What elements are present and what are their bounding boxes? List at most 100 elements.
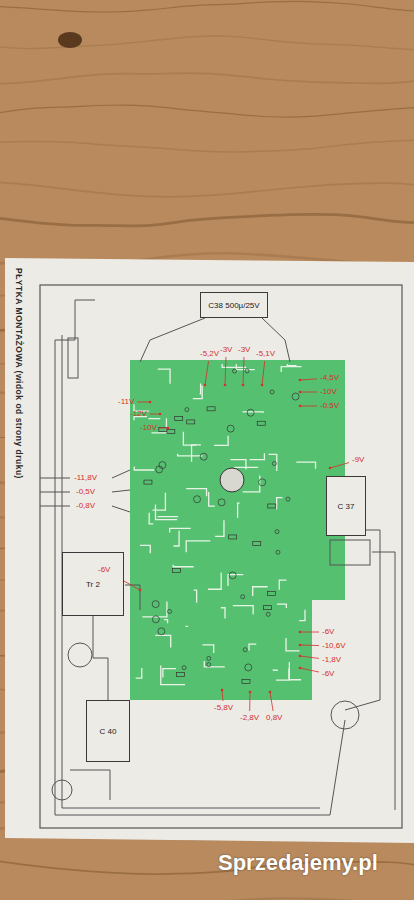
component-pad bbox=[243, 648, 247, 652]
voltage-label: -6V bbox=[322, 670, 334, 678]
wire bbox=[372, 552, 395, 810]
pcb-trace bbox=[192, 445, 201, 462]
leader-line bbox=[137, 402, 150, 403]
component-pad bbox=[182, 666, 186, 670]
wood-knot bbox=[58, 32, 82, 48]
rotary-switch bbox=[331, 701, 359, 729]
pcb-trace bbox=[149, 513, 153, 524]
leader-line bbox=[270, 692, 273, 711]
component-pad bbox=[241, 595, 245, 599]
pcb-trace bbox=[178, 454, 203, 456]
pcb-trace bbox=[215, 520, 224, 536]
pcb-trace bbox=[214, 436, 228, 446]
pcb-trace bbox=[158, 516, 178, 518]
title: PŁYTKA MONTAŻOWA (widok od strony druku) bbox=[14, 268, 24, 479]
test-point bbox=[299, 379, 302, 382]
component-pad bbox=[275, 530, 279, 534]
component-pad bbox=[152, 601, 159, 608]
fuse-holder bbox=[68, 643, 92, 667]
component-pad bbox=[227, 425, 234, 432]
switch-block bbox=[330, 540, 370, 565]
leader-line bbox=[330, 463, 349, 468]
voltage-label: -10,6V bbox=[322, 642, 346, 650]
pcb-trace bbox=[204, 661, 225, 667]
pcb-trace bbox=[194, 590, 197, 603]
leader-line bbox=[222, 690, 224, 701]
voltage-label: -5,8V bbox=[214, 704, 233, 712]
pcb-trace bbox=[296, 462, 315, 469]
pcb-trace bbox=[153, 493, 166, 510]
voltage-label: -4,5V bbox=[320, 374, 339, 382]
component-pad bbox=[207, 663, 211, 667]
test-point bbox=[269, 691, 272, 694]
component-pad bbox=[218, 499, 225, 506]
wire bbox=[140, 318, 205, 362]
voltage-label: -2,8V bbox=[240, 714, 259, 722]
voltage-label: -10V bbox=[140, 424, 157, 432]
pcb-trace bbox=[199, 383, 201, 393]
component-pad bbox=[194, 496, 201, 503]
component-pad bbox=[229, 572, 236, 579]
component-pad bbox=[207, 656, 211, 660]
test-point bbox=[221, 689, 224, 692]
resistor-symbol bbox=[175, 417, 183, 421]
leader-line bbox=[300, 632, 319, 633]
resistor-symbol bbox=[267, 592, 275, 596]
pcb-trace bbox=[136, 668, 142, 678]
test-point bbox=[299, 644, 302, 647]
pcb-trace bbox=[170, 528, 191, 532]
leader-line bbox=[150, 414, 160, 415]
pcb-trace bbox=[173, 565, 193, 567]
component-pad bbox=[259, 479, 266, 486]
pcb-trace bbox=[277, 498, 283, 510]
pcb-trace bbox=[250, 453, 265, 459]
resistor-symbol bbox=[173, 568, 181, 572]
test-point bbox=[242, 384, 245, 387]
test-point bbox=[224, 384, 227, 387]
capacitor-box: C38 500µ/25V bbox=[200, 292, 268, 318]
test-point bbox=[249, 691, 252, 694]
pcb-trace bbox=[155, 635, 170, 647]
wood-grain bbox=[0, 73, 414, 84]
wood-grain bbox=[0, 105, 414, 117]
wire bbox=[70, 770, 110, 800]
resistor-symbol bbox=[242, 680, 250, 684]
test-point bbox=[299, 405, 302, 408]
pcb-trace bbox=[243, 412, 263, 413]
pcb-trace bbox=[209, 492, 215, 506]
resistor-symbol bbox=[264, 606, 272, 610]
pcb-trace bbox=[236, 364, 255, 370]
component-pad bbox=[185, 408, 189, 412]
pcb-trace bbox=[183, 432, 196, 445]
paper-sheet bbox=[5, 258, 414, 843]
pcb-trace bbox=[140, 545, 150, 553]
voltage-label: -11,8V bbox=[74, 474, 97, 482]
pcb-trace bbox=[186, 541, 210, 552]
component-pad bbox=[247, 409, 254, 416]
component-pad bbox=[245, 664, 252, 671]
voltage-label: 0,8V bbox=[266, 714, 282, 722]
pcb-trace bbox=[163, 669, 176, 678]
leader-line bbox=[243, 357, 245, 385]
resistor-symbol bbox=[268, 504, 276, 508]
wire bbox=[345, 530, 380, 710]
voltage-label: -3V bbox=[220, 346, 232, 354]
leader-line bbox=[300, 406, 317, 407]
voltage-label: -0,5V bbox=[320, 402, 339, 410]
component-pad bbox=[266, 612, 270, 616]
wood-grain bbox=[0, 182, 414, 197]
voltage-label: -6V bbox=[322, 628, 334, 636]
voltage-label: -12V bbox=[130, 410, 147, 418]
pcb-trace bbox=[228, 575, 243, 587]
pcb-trace bbox=[243, 476, 260, 492]
test-point bbox=[139, 589, 142, 592]
resistor-symbol bbox=[176, 672, 184, 676]
wire bbox=[62, 335, 320, 808]
test-point bbox=[299, 667, 302, 670]
pcb-trace bbox=[299, 610, 305, 621]
component-pad bbox=[159, 462, 166, 469]
pcb-trace bbox=[289, 662, 301, 680]
mains-terminal bbox=[52, 780, 72, 800]
